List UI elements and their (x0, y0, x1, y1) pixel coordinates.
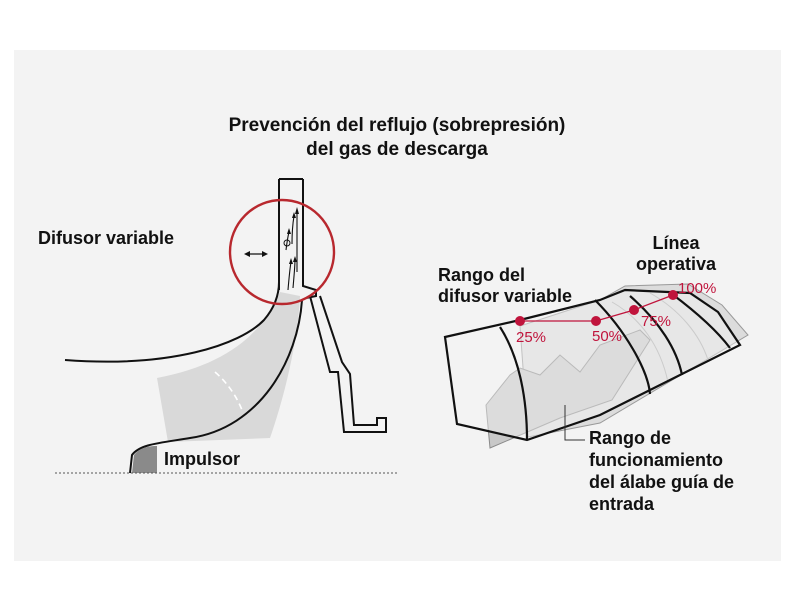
diffuser-range-label-line-1: Rango del (438, 265, 525, 285)
title-line-1: Prevención del reflujo (sobrepresión) (229, 115, 566, 136)
operating-point-50 (591, 316, 601, 326)
operating-line (520, 294, 674, 322)
variable-diffuser-label: Difusor variable (38, 228, 174, 248)
operating-point-100 (668, 290, 678, 300)
igv-range-label-line-3: del álabe guía de (589, 472, 734, 492)
point-label-25: 25% (516, 329, 546, 346)
swirl-icon (283, 239, 291, 247)
flow-arrows (285, 212, 298, 291)
point-label-75: 75% (641, 313, 671, 330)
impeller-tip (132, 446, 157, 473)
curve-75 (629, 295, 684, 376)
title-line-2: del gas de descarga (306, 139, 488, 160)
diffuser-wall-right (302, 179, 317, 299)
casing-outline (309, 295, 387, 433)
igv-leader-line (564, 405, 585, 441)
adjust-double-arrow-icon (244, 251, 268, 257)
point-label-50: 50% (592, 328, 622, 345)
operating-point-75 (629, 305, 639, 315)
igv-range-label-line-1: Rango de (589, 428, 671, 448)
shroud-curve (64, 281, 280, 363)
diffuser-range-label-line-2: difusor variable (438, 286, 572, 306)
operating-line-label-line-2: operativa (636, 254, 717, 274)
operating-point-25 (515, 316, 525, 326)
curve-50 (594, 299, 652, 395)
igv-range-label-line-2: funcionamiento (589, 450, 723, 470)
hub-curve (129, 299, 303, 474)
point-label-100: 100% (678, 280, 716, 297)
highlight-circle (228, 198, 336, 306)
flow-arrowheads (287, 207, 299, 264)
envelope-shade-2 (649, 292, 709, 361)
curve-100 (671, 293, 731, 349)
operating-map (443, 283, 749, 449)
igv-range-label-line-4: entrada (589, 494, 655, 514)
impeller-label: Impulsor (164, 449, 240, 469)
flow-centerline (214, 371, 243, 411)
compressor-section (55, 178, 398, 474)
operating-line-label-line-1: Línea (652, 233, 700, 253)
flow-band (157, 292, 300, 442)
envelope-shade-1 (611, 301, 669, 383)
diffuser-range-outline (443, 288, 742, 442)
diffuser-range-inner-curve (499, 326, 529, 441)
